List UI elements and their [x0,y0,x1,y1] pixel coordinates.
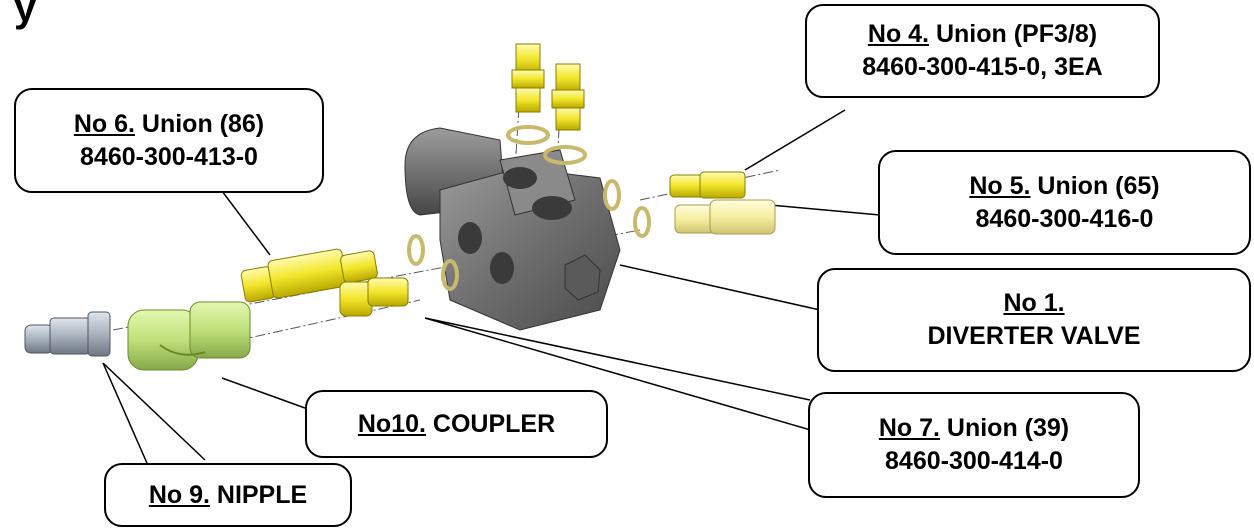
union-fitting-part [240,248,378,303]
union-fitting-part [339,277,409,317]
callout-number: No 1. [1003,289,1065,317]
union-fitting-part [511,43,585,131]
callout-no4-union: No 4. Union (PF3/8) 8460-300-415-0, 3EA [805,4,1160,98]
callout-number: No 6. [73,109,135,138]
callout-no5-union: No 5. Union (65) 8460-300-416-0 [878,150,1251,255]
callout-name: NIPPLE [209,480,308,509]
callout-name: Union (86) [134,109,265,138]
callout-number: No 5. [969,171,1031,200]
callout-no9-nipple: No 9. NIPPLE [104,463,352,527]
callout-part-number: 8460-300-415-0, 3EA [862,53,1103,81]
callout-part-number: 8460-300-414-0 [885,447,1063,475]
nipple-part [24,311,111,357]
callout-number: No 9. [148,480,210,509]
callout-no1-diverter-valve: No 1. DIVERTER VALVE [817,268,1251,372]
union-fitting-part [669,171,776,235]
callout-no7-union: No 7. Union (39) 8460-300-414-0 [808,392,1140,498]
diverter-valve-part [404,127,621,331]
callout-number: No10. [357,409,426,438]
callout-part-number: 8460-300-416-0 [975,204,1154,233]
callout-number: No 4. [867,20,930,48]
callout-name: Union (PF3/8) [929,20,1098,48]
coupler-part [127,301,251,371]
callout-name: COUPLER [425,409,556,438]
seal-ring-part [407,125,651,291]
callout-name: Union (65) [1030,171,1160,200]
callout-part-number: 8460-300-413-0 [80,142,258,171]
callout-no6-union: No 6. Union (86) 8460-300-413-0 [14,88,324,193]
callout-part-name: DIVERTER VALVE [927,322,1141,350]
callout-name: Union (39) [939,414,1070,442]
page-title-fragment: y [14,0,37,30]
callout-number: No 7. [878,414,940,442]
callout-no10-coupler: No10. COUPLER [305,390,608,458]
